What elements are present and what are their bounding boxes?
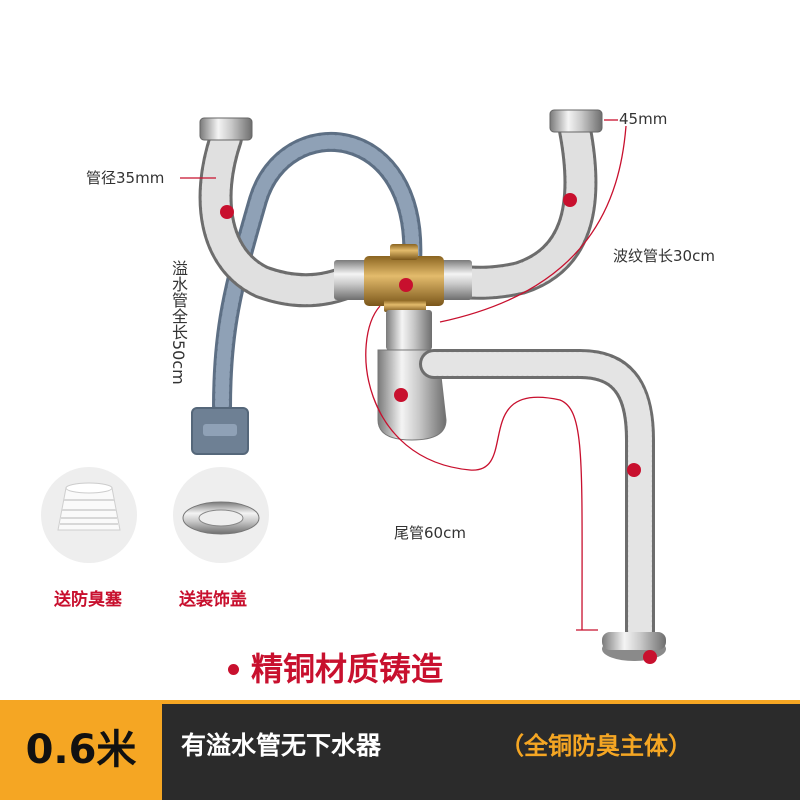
size-badge: 0.6米 <box>0 700 162 800</box>
product-subtitle: （全铜防臭主体） <box>500 732 692 760</box>
accessory-label-seal-plug: 送防臭塞 <box>54 590 122 610</box>
odor-seal-plug-icon <box>57 482 121 531</box>
pipe-diameter-label: 管径35mm <box>86 169 165 187</box>
highlight-dots <box>220 193 657 664</box>
headline-bullet <box>228 663 239 675</box>
headline-text: 精铜材质铸造 <box>251 650 444 688</box>
tail-pipe <box>419 349 666 661</box>
overflow-length-label: 溢水管全长50cm <box>169 260 188 385</box>
decorative-ring-cover-icon <box>182 501 260 535</box>
left-corrugated-pipe <box>198 117 369 308</box>
tail-pipe-length-label: 尾管60cm <box>394 524 466 542</box>
accessory-label-cover: 送装饰盖 <box>179 590 247 610</box>
outlet-diameter-label: 45mm <box>619 110 668 128</box>
bottom-bar-accent-strip <box>162 700 800 704</box>
size-text: 0.6米 <box>25 727 137 773</box>
product-title: 有溢水管无下水器 <box>181 731 382 760</box>
left-coupling <box>334 260 370 300</box>
headline: 精铜材质铸造 <box>228 649 443 689</box>
corrugated-length-label: 波纹管长30cm <box>613 247 715 265</box>
right-corrugated-pipe <box>435 109 603 300</box>
overflow-hose <box>191 132 423 455</box>
right-coupling <box>436 260 472 300</box>
dimension-lines <box>180 119 627 631</box>
brass-body <box>364 244 444 312</box>
